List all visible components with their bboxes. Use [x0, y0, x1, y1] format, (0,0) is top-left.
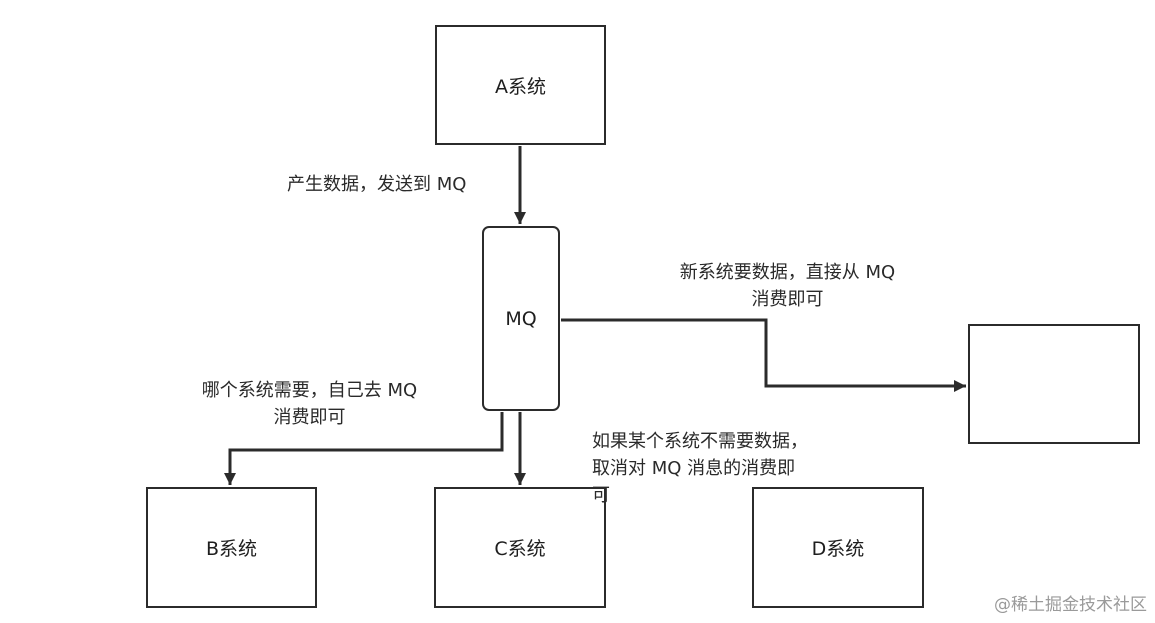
edge-label-unsubscribe: 如果某个系统不需要数据， 取消对 MQ 消息的消费即 可 — [592, 428, 808, 509]
edge-label-unsubscribe-line-1: 如果某个系统不需要数据， — [592, 431, 808, 452]
node-d-label: D系统 — [811, 538, 865, 560]
node-b-system: B系统 — [146, 487, 317, 608]
edge-label-subscribe-line-2: 消费即可 — [273, 407, 346, 428]
edge-label-new-system-line-2: 消费即可 — [751, 289, 824, 310]
edge-label-new-system: 新系统要数据，直接从 MQ 消费即可 — [655, 259, 920, 313]
node-a-system: A系统 — [435, 25, 606, 145]
node-d-system: D系统 — [752, 487, 924, 608]
node-mq-label: MQ — [505, 307, 537, 330]
node-a-label: A系统 — [495, 75, 546, 98]
edge-mq-to-new-system — [561, 318, 966, 392]
edge-label-produce: 产生数据，发送到 MQ — [287, 171, 466, 198]
edge-label-subscribe-line-1: 哪个系统需要，自己去 MQ — [201, 380, 418, 401]
node-c-system: C系统 — [434, 487, 606, 608]
edge-label-unsubscribe-line-3: 可 — [592, 485, 610, 506]
node-c-label: C系统 — [494, 538, 546, 560]
node-new-system — [968, 324, 1140, 444]
watermark: @稀土掘金技术社区 — [994, 595, 1147, 615]
edge-label-produce-text: 产生数据，发送到 MQ — [287, 174, 467, 195]
node-mq: MQ — [482, 226, 560, 411]
edge-mq-to-b — [224, 412, 504, 485]
edge-label-new-system-line-1: 新系统要数据，直接从 MQ — [679, 262, 896, 283]
edge-label-unsubscribe-line-2: 取消对 MQ 消息的消费即 — [592, 458, 796, 479]
edge-label-subscribe: 哪个系统需要，自己去 MQ 消费即可 — [177, 377, 442, 431]
node-b-label: B系统 — [205, 538, 258, 560]
